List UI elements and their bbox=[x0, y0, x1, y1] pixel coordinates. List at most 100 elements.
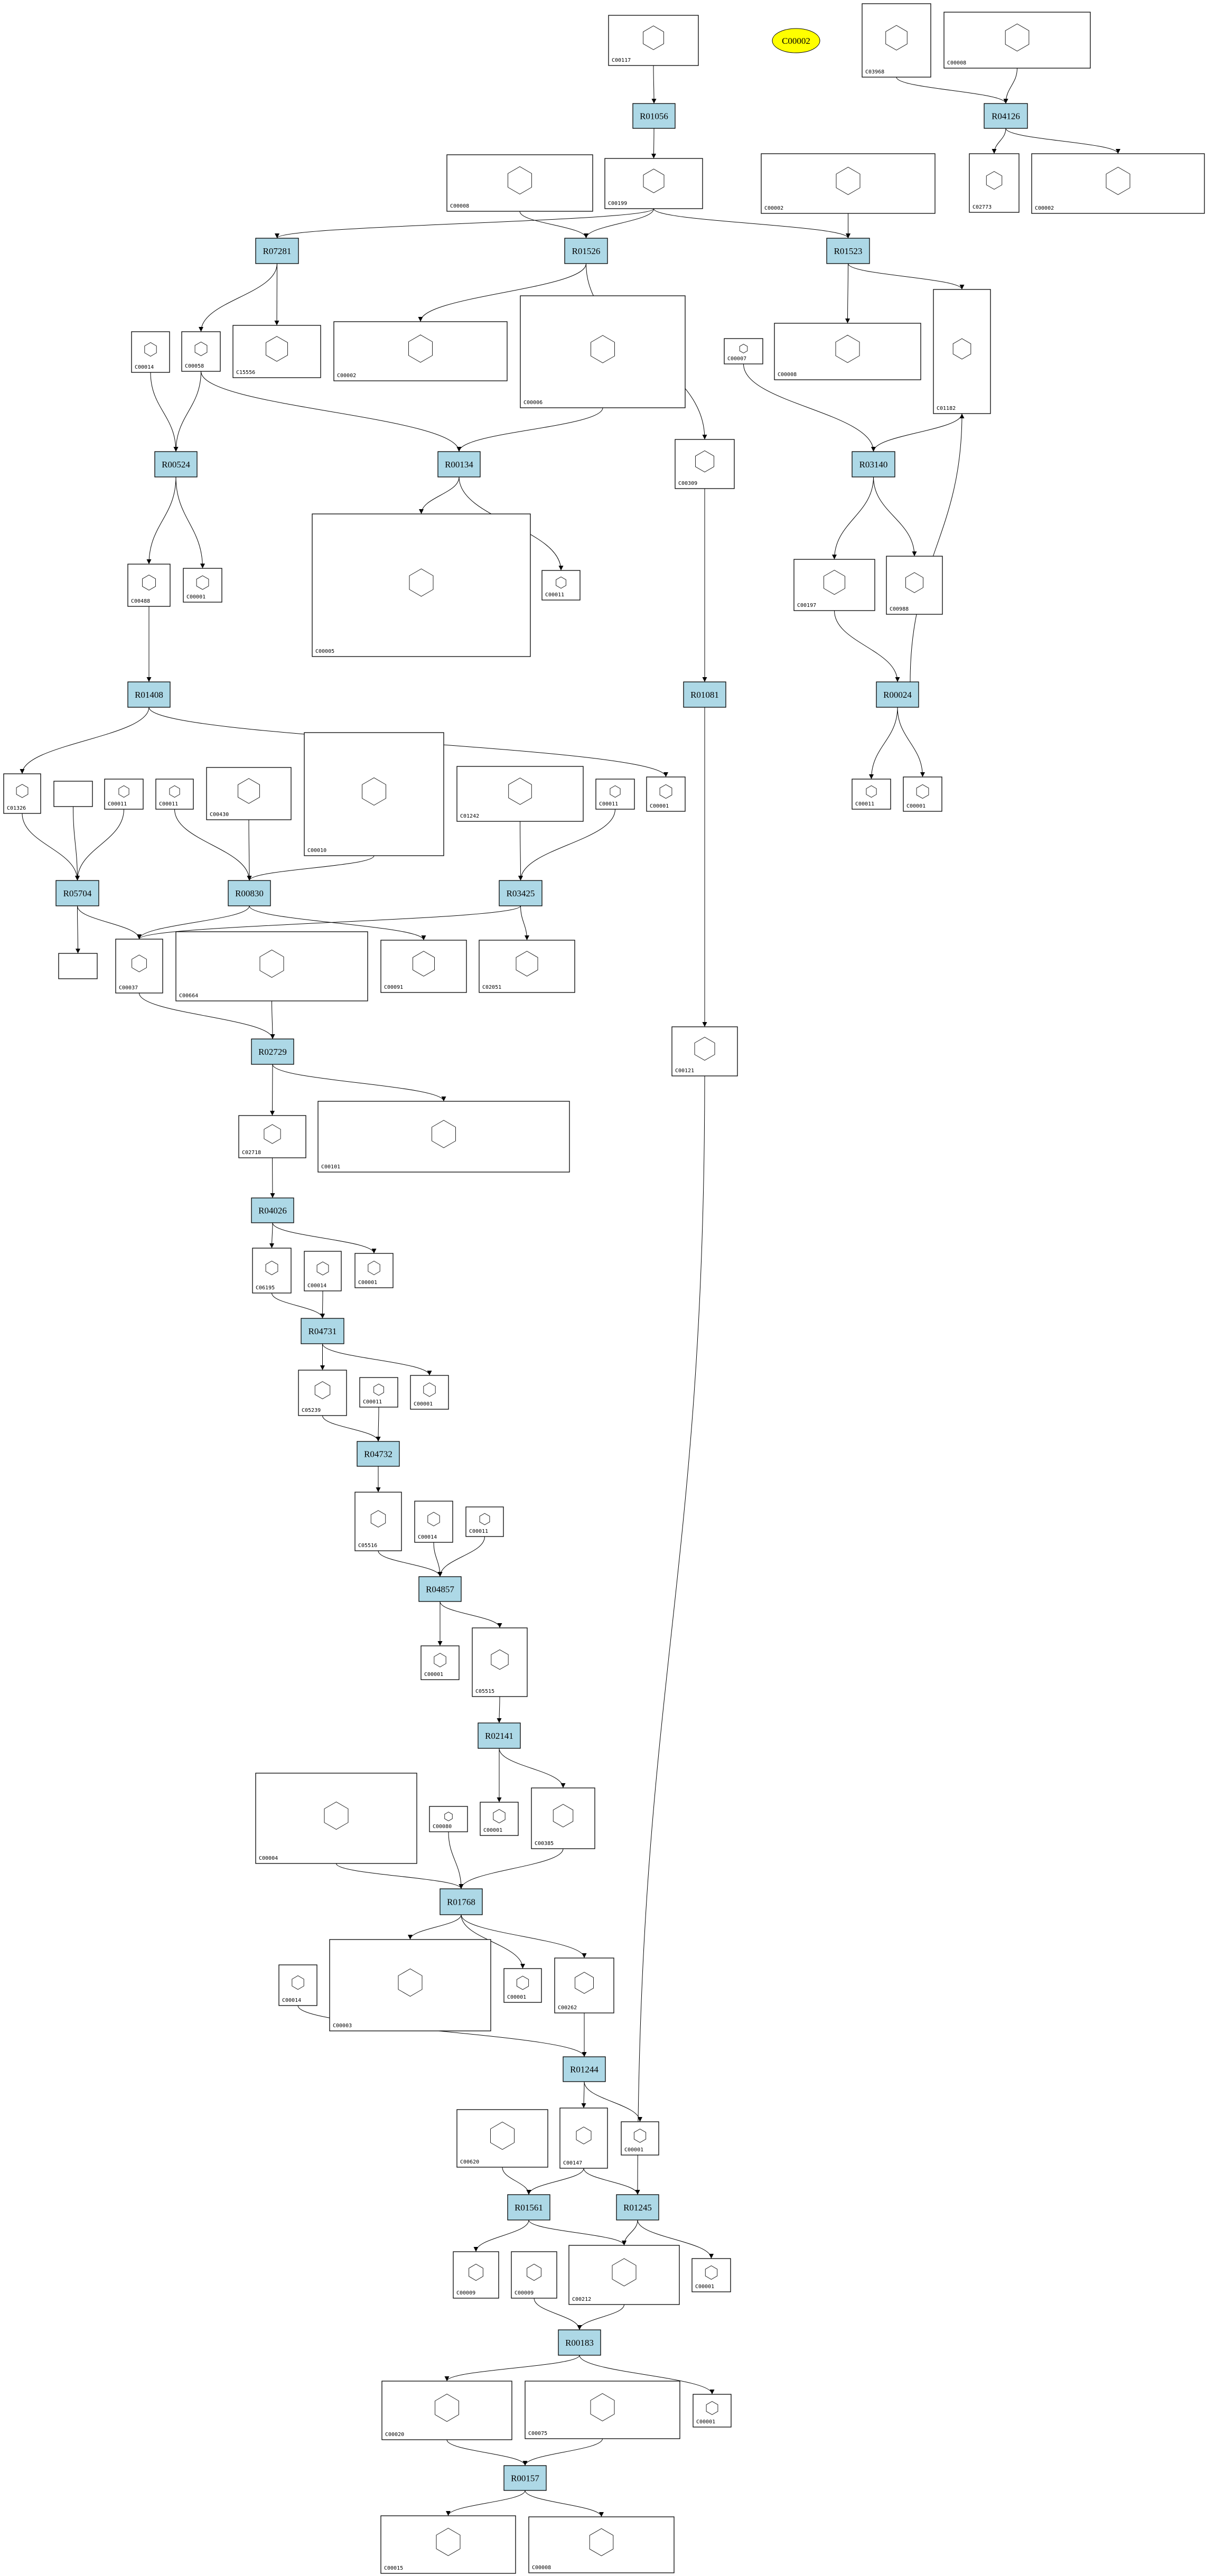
reaction-node-r02141[interactable]: R02141 bbox=[478, 1722, 521, 1749]
compound-node-c05516[interactable]: C05516 bbox=[354, 1492, 402, 1551]
compound-box[interactable] bbox=[183, 568, 222, 603]
compound-box[interactable] bbox=[862, 3, 931, 78]
compound-box[interactable] bbox=[774, 323, 921, 380]
compound-box[interactable] bbox=[278, 1964, 317, 2006]
compound-node-c00006[interactable]: C00006 bbox=[520, 295, 686, 408]
reaction-box[interactable] bbox=[499, 880, 543, 906]
compound-node-c01182[interactable]: C01182 bbox=[933, 289, 991, 414]
reaction-box[interactable] bbox=[632, 103, 676, 129]
reaction-box[interactable] bbox=[478, 1722, 521, 1749]
compound-box[interactable] bbox=[465, 1506, 504, 1537]
compound-node-c00008c[interactable]: C00008 bbox=[774, 323, 921, 380]
compound-node-c00010[interactable]: C00010 bbox=[304, 732, 444, 856]
compound-box[interactable] bbox=[238, 1115, 306, 1158]
compound-box[interactable] bbox=[380, 2515, 516, 2574]
compound-box[interactable] bbox=[175, 931, 368, 1001]
compound-box[interactable] bbox=[298, 1370, 347, 1416]
compound-node-c00008a[interactable]: C00008 bbox=[943, 12, 1091, 69]
compound-box[interactable] bbox=[520, 295, 686, 408]
compound-node-c00001j[interactable]: C00001 bbox=[691, 2258, 731, 2292]
reaction-node-r01244[interactable]: R01244 bbox=[563, 2056, 606, 2082]
reaction-node-r00157[interactable]: R00157 bbox=[503, 2465, 547, 2491]
compound-box[interactable] bbox=[456, 766, 584, 822]
compound-box[interactable] bbox=[255, 1773, 417, 1864]
reaction-node-r01561[interactable]: R01561 bbox=[507, 2194, 550, 2221]
compound-box[interactable] bbox=[761, 153, 936, 214]
reaction-node-r02729[interactable]: R02729 bbox=[251, 1038, 294, 1065]
reaction-box[interactable] bbox=[357, 1441, 400, 1467]
reaction-node-r01523[interactable]: R01523 bbox=[826, 238, 870, 264]
compound-node-c00664[interactable]: C00664 bbox=[175, 931, 368, 1001]
compound-box[interactable] bbox=[206, 767, 292, 820]
compound-box[interactable] bbox=[414, 1501, 453, 1543]
compound-node-c00309[interactable]: C00309 bbox=[675, 439, 735, 489]
compound-node-c00009b[interactable]: C00009 bbox=[511, 2251, 557, 2299]
compound-box[interactable] bbox=[354, 1492, 402, 1551]
compound-node-c00011e[interactable]: C00011 bbox=[852, 779, 891, 810]
compound-node-c00001i[interactable]: C00001 bbox=[621, 2121, 659, 2156]
reaction-box[interactable] bbox=[564, 238, 608, 264]
compound-node-c00197[interactable]: C00197 bbox=[793, 559, 875, 611]
reaction-box[interactable] bbox=[255, 238, 299, 264]
reaction-node-r01768[interactable]: R01768 bbox=[440, 1888, 483, 1915]
compound-box[interactable] bbox=[329, 1939, 491, 2031]
compound-box[interactable] bbox=[671, 1026, 738, 1076]
compound-node-c00011b[interactable]: C00011 bbox=[104, 779, 144, 810]
compound-node-c00001f[interactable]: C00001 bbox=[420, 1645, 460, 1680]
compound-node-c00011c[interactable]: C00011 bbox=[155, 779, 194, 810]
reaction-node-r04731[interactable]: R04731 bbox=[301, 1318, 344, 1344]
compound-node-c02718[interactable]: C02718 bbox=[238, 1115, 306, 1158]
compound-node-c00020[interactable]: C00020 bbox=[381, 2381, 512, 2440]
highlight-ellipse[interactable] bbox=[772, 28, 820, 53]
compound-node-c00620[interactable]: C00620 bbox=[456, 2109, 548, 2168]
reaction-box[interactable] bbox=[984, 103, 1028, 129]
compound-node-c01242[interactable]: C01242 bbox=[456, 766, 584, 822]
compound-node-c00121[interactable]: C00121 bbox=[671, 1026, 738, 1076]
reaction-box[interactable] bbox=[563, 2056, 606, 2082]
compound-node-c00005[interactable]: C00005 bbox=[312, 513, 531, 657]
compound-node-c00488[interactable]: C00488 bbox=[127, 564, 171, 607]
reaction-node-r00183[interactable]: R00183 bbox=[558, 2329, 601, 2356]
compound-node-c00011g[interactable]: C00011 bbox=[465, 1506, 504, 1537]
reaction-node-r03425[interactable]: R03425 bbox=[499, 880, 543, 906]
compound-node-c00002a[interactable]: C00002 bbox=[761, 153, 936, 214]
reaction-box[interactable] bbox=[826, 238, 870, 264]
compound-box[interactable] bbox=[568, 2245, 680, 2305]
compound-box[interactable] bbox=[693, 2394, 732, 2428]
reaction-box[interactable] bbox=[127, 681, 171, 708]
compound-node-c01326[interactable]: C01326 bbox=[3, 773, 41, 814]
compound-box[interactable] bbox=[317, 1101, 570, 1173]
compound-box[interactable] bbox=[181, 331, 221, 372]
compound-node-c00080[interactable]: C00080 bbox=[429, 1806, 468, 1832]
compound-node-c00101[interactable]: C00101 bbox=[317, 1101, 570, 1173]
compound-node-c00007[interactable]: C00007 bbox=[724, 338, 763, 364]
reaction-node-r07281[interactable]: R07281 bbox=[255, 238, 299, 264]
compound-box[interactable] bbox=[127, 564, 171, 607]
compound-box[interactable] bbox=[604, 158, 703, 209]
compound-box[interactable] bbox=[456, 2109, 548, 2168]
compound-box[interactable] bbox=[380, 940, 467, 993]
compound-node-c00988[interactable]: C00988 bbox=[886, 556, 943, 615]
compound-box[interactable] bbox=[886, 556, 943, 615]
compound-node-c00015[interactable]: C00015 bbox=[380, 2515, 516, 2574]
compound-box[interactable] bbox=[354, 1253, 394, 1288]
reaction-node-r04126[interactable]: R04126 bbox=[984, 103, 1028, 129]
reaction-node-r01245[interactable]: R01245 bbox=[616, 2194, 659, 2221]
compound-node-c00075[interactable]: C00075 bbox=[525, 2381, 680, 2439]
compound-node-c02051[interactable]: C02051 bbox=[479, 940, 575, 993]
compound-node-c00004[interactable]: C00004 bbox=[255, 1773, 417, 1864]
compound-node-c00147[interactable]: C00147 bbox=[559, 2107, 608, 2169]
compound-node-c02773[interactable]: C02773 bbox=[969, 153, 1020, 213]
compound-node-c00014d[interactable]: C00014 bbox=[278, 1964, 317, 2006]
compound-node-c00001k[interactable]: C00001 bbox=[693, 2394, 732, 2428]
reaction-node-r01408[interactable]: R01408 bbox=[127, 681, 171, 708]
compound-node-c05515[interactable]: C05515 bbox=[472, 1627, 528, 1697]
reaction-node-r01526[interactable]: R01526 bbox=[564, 238, 608, 264]
compound-box[interactable] bbox=[554, 1957, 614, 2013]
compound-node-c15556[interactable]: C15556 bbox=[232, 325, 321, 378]
reaction-node-r04026[interactable]: R04026 bbox=[251, 1197, 294, 1223]
compound-box[interactable] bbox=[131, 331, 170, 373]
compound-box[interactable] bbox=[359, 1377, 398, 1408]
reaction-box[interactable] bbox=[616, 2194, 659, 2221]
reaction-node-r00134[interactable]: R00134 bbox=[437, 451, 481, 477]
